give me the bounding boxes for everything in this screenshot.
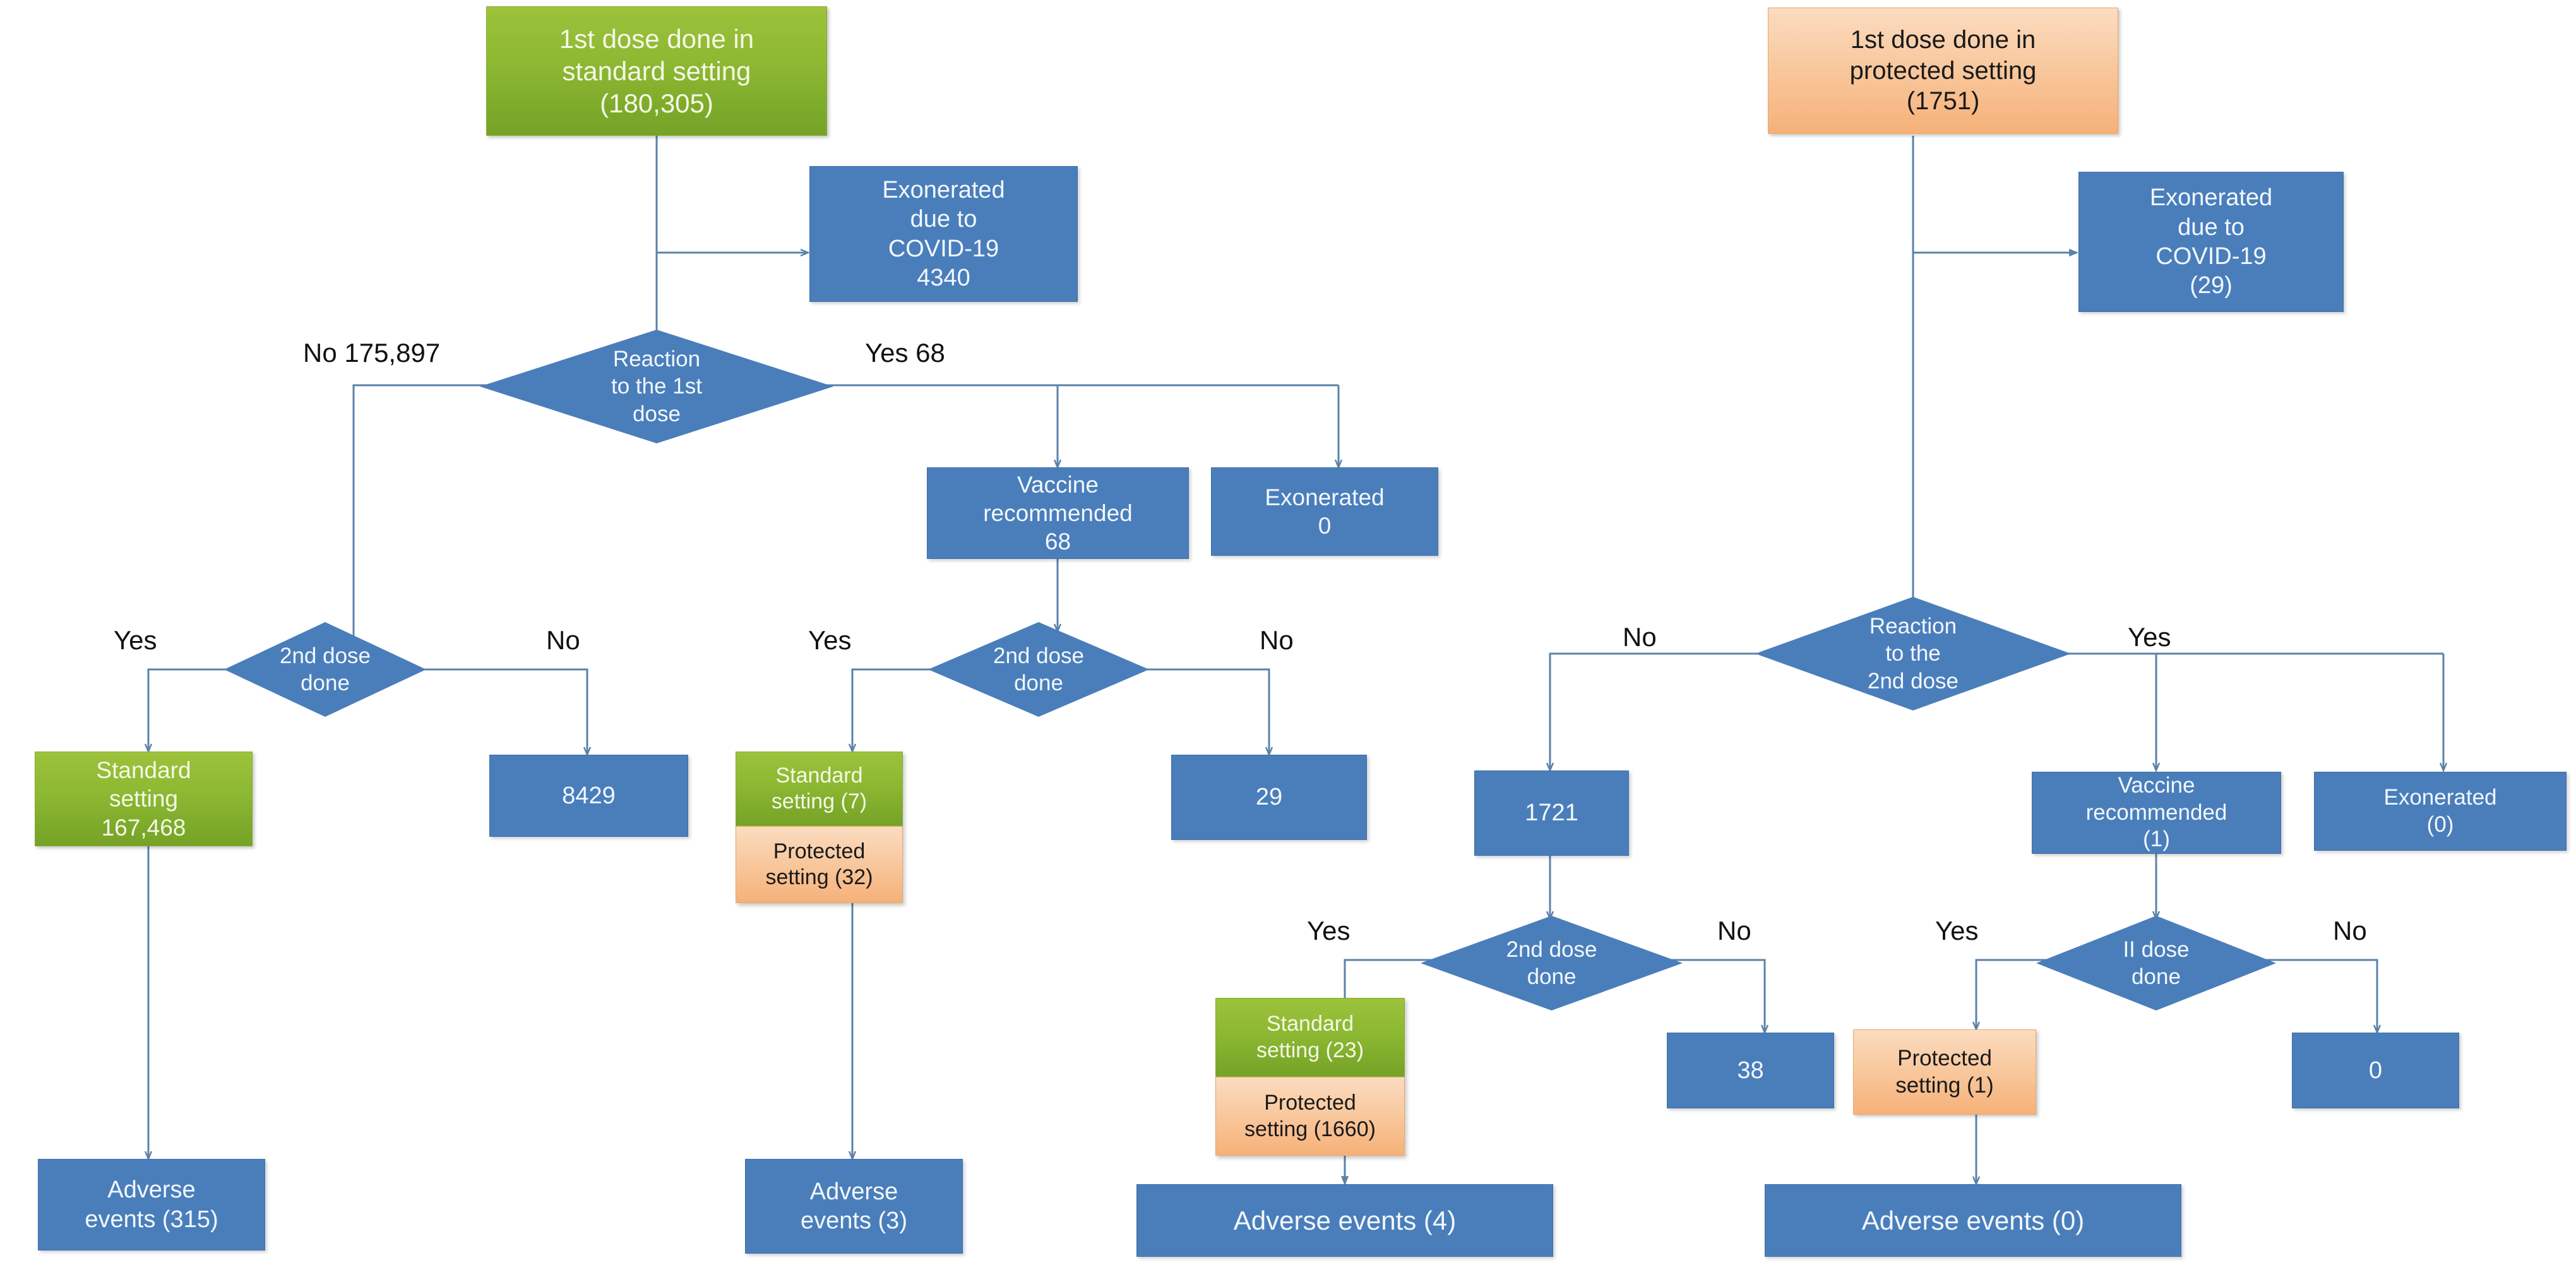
node-root-protected[interactable]: 1st dose done in protected setting (1751…: [1768, 8, 2118, 134]
node-reaction-second-dose-label: Reaction to the 2nd dose: [1867, 613, 1959, 693]
node-adverse-events-4-label: Adverse events (4): [1233, 1205, 1457, 1235]
node-root-standard[interactable]: 1st dose done in standard setting (180,3…: [486, 6, 827, 136]
node-second-dose-done-mid-label: 2nd dose done: [993, 643, 1085, 695]
node-vaccine-recommended-68[interactable]: Vaccine recommended 68: [927, 467, 1189, 559]
node-reaction-second-dose[interactable]: Reaction to the 2nd dose: [1755, 597, 2071, 710]
node-exonerated-covid-protected[interactable]: Exonerated due to COVID-19 (29): [2078, 172, 2344, 312]
node-count-1721-label: 1721: [1525, 800, 1578, 827]
edge-label-yes-ii-dose: Yes: [1935, 916, 1979, 945]
edge-label-no-right-reaction: No: [1623, 622, 1657, 652]
node-exonerated-0-paren-label: Exonerated (0): [2383, 784, 2497, 837]
node-standard-setting-167468-label: Standard setting 167,468: [96, 757, 191, 841]
node-exonerated-0[interactable]: Exonerated 0: [1211, 467, 1438, 556]
node-reaction-first-dose-label: Reaction to the 1st dose: [611, 346, 702, 426]
node-root-protected-label: 1st dose done in protected setting (1751…: [1849, 25, 2037, 116]
node-protected-setting-1[interactable]: Protected setting (1): [1853, 1029, 2036, 1115]
edge-label-yes-mid: Yes: [808, 625, 852, 655]
node-standard-setting-7[interactable]: Standard setting (7): [736, 752, 903, 826]
node-second-dose-done-left[interactable]: 2nd dose done: [224, 622, 426, 717]
node-no-38[interactable]: 38: [1667, 1033, 1834, 1108]
edge-label-no-left: No: [546, 625, 580, 655]
edge-label-yes-68: Yes 68: [865, 338, 945, 368]
node-protected-setting-1-label: Protected setting (1): [1895, 1045, 1994, 1098]
node-standard-setting-7-label: Standard setting (7): [771, 763, 868, 813]
node-standard-setting-23[interactable]: Standard setting (23): [1215, 998, 1405, 1077]
node-protected-setting-1660[interactable]: Protected setting (1660): [1215, 1077, 1405, 1156]
node-stack-standard23-protected1660[interactable]: Standard setting (23) Protected setting …: [1215, 998, 1405, 1156]
node-exonerated-covid-standard[interactable]: Exonerated due to COVID-19 4340: [809, 166, 1078, 302]
node-standard-setting-23-label: Standard setting (23): [1256, 1012, 1364, 1062]
node-no-8429-label: 8429: [562, 782, 616, 809]
node-no-0-label: 0: [2368, 1057, 2383, 1084]
node-second-dose-done-right[interactable]: 2nd dose done: [1421, 916, 1683, 1010]
edge-label-yes-left: Yes: [114, 625, 157, 655]
node-vaccine-recommended-1[interactable]: Vaccine recommended (1): [2032, 772, 2281, 854]
node-exonerated-covid-standard-label: Exonerated due to COVID-19 4340: [882, 176, 1005, 291]
node-adverse-events-315[interactable]: Adverse events (315): [38, 1159, 265, 1250]
node-second-dose-done-left-label: 2nd dose done: [279, 643, 371, 695]
edge-label-yes-right-reaction: Yes: [2128, 622, 2171, 652]
node-exonerated-0-label: Exonerated 0: [1265, 484, 1385, 539]
node-no-8429[interactable]: 8429: [489, 755, 688, 837]
edge-label-yes-right-second: Yes: [1307, 916, 1351, 945]
edge-label-no-mid: No: [1260, 625, 1294, 655]
node-standard-setting-167468[interactable]: Standard setting 167,468: [35, 752, 253, 846]
node-stack-standard7-protected32[interactable]: Standard setting (7) Protected setting (…: [736, 752, 903, 903]
node-ii-dose-done-label: II dose done: [2123, 937, 2190, 989]
node-root-standard-label: 1st dose done in standard setting (180,3…: [559, 23, 754, 119]
node-second-dose-done-right-label: 2nd dose done: [1506, 937, 1597, 989]
node-reaction-first-dose[interactable]: Reaction to the 1st dose: [480, 330, 833, 443]
node-no-29-label: 29: [1255, 784, 1283, 811]
node-second-dose-done-mid[interactable]: 2nd dose done: [928, 622, 1149, 717]
node-adverse-events-0[interactable]: Adverse events (0): [1765, 1184, 2181, 1257]
node-adverse-events-0-label: Adverse events (0): [1861, 1205, 2085, 1235]
node-count-1721[interactable]: 1721: [1474, 770, 1629, 856]
node-exonerated-0-paren[interactable]: Exonerated (0): [2314, 772, 2567, 851]
edge-label-no-ii-dose: No: [2333, 916, 2367, 945]
node-vaccine-recommended-68-label: Vaccine recommended 68: [983, 471, 1133, 555]
node-exonerated-covid-protected-label: Exonerated due to COVID-19 (29): [2149, 184, 2273, 299]
node-protected-setting-1660-label: Protected setting (1660): [1244, 1091, 1376, 1141]
node-adverse-events-3[interactable]: Adverse events (3): [745, 1159, 963, 1254]
node-protected-setting-32[interactable]: Protected setting (32): [736, 826, 903, 903]
node-adverse-events-315-label: Adverse events (315): [85, 1177, 218, 1233]
edge-label-no-175897: No 175,897: [303, 338, 441, 368]
node-ii-dose-done[interactable]: II dose done: [2036, 916, 2276, 1010]
node-adverse-events-3-label: Adverse events (3): [801, 1178, 907, 1234]
node-vaccine-recommended-1-label: Vaccine recommended (1): [2085, 772, 2227, 852]
node-protected-setting-32-label: Protected setting (32): [765, 839, 873, 889]
edge-label-no-right-second: No: [1717, 916, 1751, 945]
node-no-29[interactable]: 29: [1171, 755, 1367, 840]
node-no-38-label: 38: [1737, 1057, 1764, 1084]
node-adverse-events-4[interactable]: Adverse events (4): [1136, 1184, 1553, 1257]
node-no-0[interactable]: 0: [2292, 1033, 2459, 1108]
